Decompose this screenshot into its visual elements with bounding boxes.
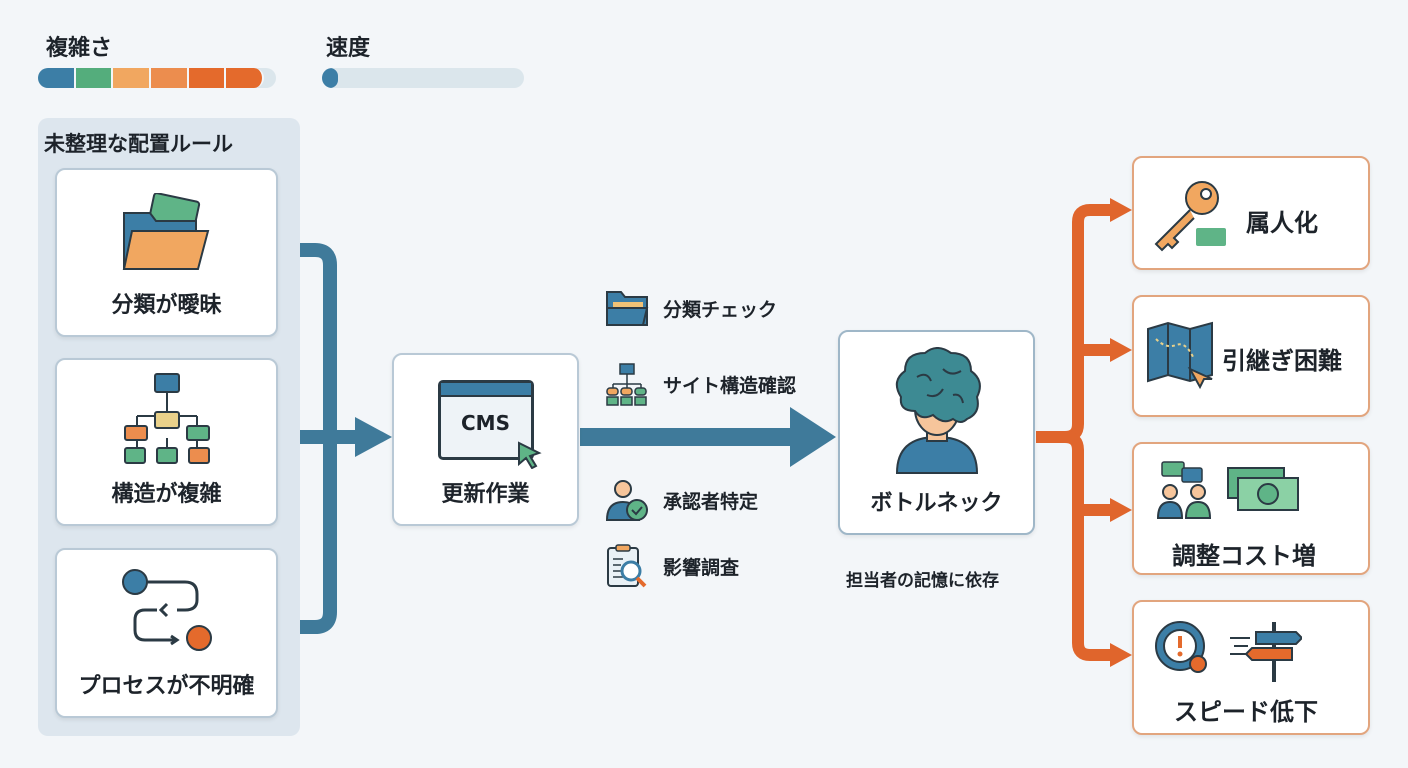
outcome-label: 調整コスト増 <box>1172 542 1316 570</box>
task-label: 承認者特定 <box>663 490 759 513</box>
complexity-segment <box>151 68 189 88</box>
complexity-bar <box>38 68 276 88</box>
cursor-icon <box>517 441 542 469</box>
bottleneck-caption: 担当者の記憶に依存 <box>846 571 999 591</box>
speed-bar <box>322 68 524 88</box>
complexity-segment <box>226 68 265 88</box>
card-label: 分類が曖昧 <box>111 293 222 318</box>
cms-label: 更新作業 <box>441 482 530 507</box>
left-panel-title: 未整理な配置ルール <box>44 132 233 156</box>
orange-arrowhead <box>1110 643 1132 667</box>
key-icon <box>1154 181 1226 252</box>
bottleneck-card: ボトルネック <box>838 330 1035 535</box>
orange-branch-4 <box>1064 431 1115 661</box>
arrowhead-cms <box>355 417 392 457</box>
sitemap-icon <box>123 373 210 464</box>
orange-arrowhead <box>1110 498 1132 522</box>
cms-icon-text: CMS <box>461 411 510 435</box>
approver-icon <box>605 480 648 521</box>
cms-update-card: CMS 更新作業 <box>392 353 579 526</box>
bottleneck-label: ボトルネック <box>870 491 1003 516</box>
complexity-segment <box>188 68 227 88</box>
complexity-segment <box>113 68 152 88</box>
outcome-card: 引継ぎ困難 <box>1132 295 1370 417</box>
card-structure: 構造が複雑 <box>55 358 278 526</box>
card-label: プロセスが不明確 <box>78 674 255 699</box>
card-label: 構造が複雑 <box>111 482 222 507</box>
complexity-label: 複雑さ <box>46 36 113 61</box>
brain-person-icon <box>895 347 981 474</box>
speed-fill <box>322 68 339 88</box>
card-process: プロセスが不明確 <box>55 548 278 718</box>
complexity-segment <box>75 68 114 88</box>
orange-arrowhead <box>1110 198 1132 222</box>
outcome-label: 引継ぎ困難 <box>1222 347 1342 375</box>
warning-signpost-icon <box>1155 621 1302 682</box>
outcome-card: 属人化 <box>1132 156 1370 270</box>
complexity-segment <box>38 68 76 88</box>
cms-window-icon: CMS <box>437 380 542 469</box>
outcome-label: スピード低下 <box>1174 698 1318 726</box>
process-flow-icon <box>121 569 212 651</box>
folder-icon <box>606 291 649 326</box>
map-icon <box>1147 321 1213 390</box>
outcome-card: 調整コスト増 <box>1132 442 1370 575</box>
orange-arrowhead <box>1110 338 1132 362</box>
sitemap-icon <box>606 363 647 406</box>
task-item: サイト構造確認 <box>605 362 796 406</box>
outcome-label: 属人化 <box>1246 209 1318 237</box>
task-label: 影響調査 <box>663 556 740 579</box>
task-item: 影響調査 <box>605 543 739 589</box>
orange-branch-1 <box>1036 204 1115 443</box>
folder-icon <box>122 193 209 270</box>
clipboard-search-icon <box>607 544 647 588</box>
people-money-icon <box>1156 461 1299 519</box>
task-label: 分類チェック <box>663 298 778 321</box>
arrowhead-bottleneck <box>790 407 836 467</box>
card-classification: 分類が曖昧 <box>55 168 278 337</box>
task-item: 分類チェック <box>605 288 777 328</box>
outcome-card: スピード低下 <box>1132 600 1370 735</box>
speed-label: 速度 <box>326 36 371 61</box>
task-item: 承認者特定 <box>605 478 758 522</box>
task-label: サイト構造確認 <box>663 374 797 397</box>
